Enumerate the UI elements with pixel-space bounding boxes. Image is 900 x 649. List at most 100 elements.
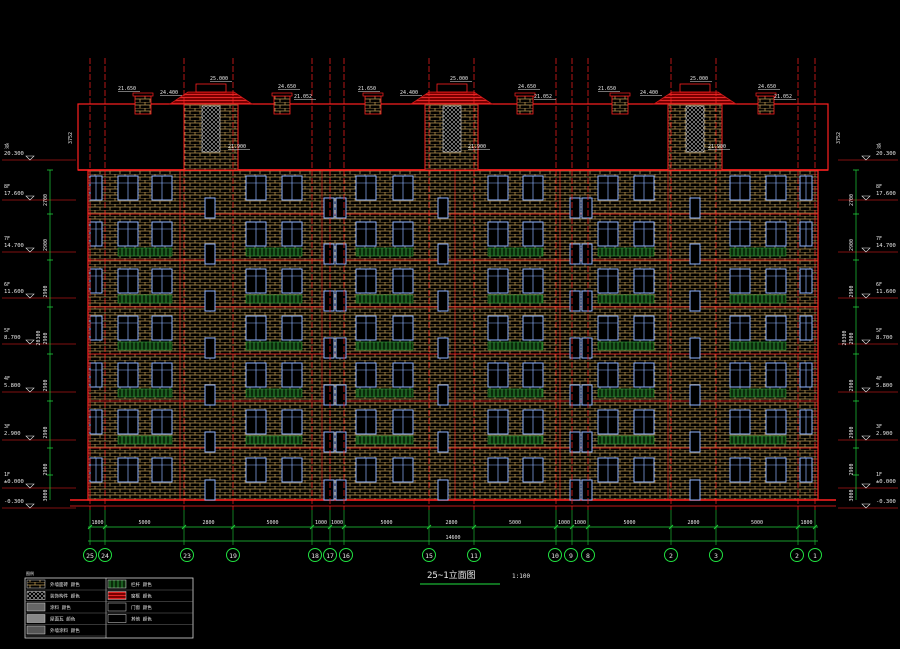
window <box>245 268 267 294</box>
axis-circle <box>564 548 578 562</box>
dim-tick <box>327 524 333 530</box>
level-triangle <box>861 293 871 299</box>
roof-mark-text: 21.052 <box>294 94 312 100</box>
window <box>245 409 267 435</box>
axis-bubble: 11 <box>467 548 481 562</box>
roof-mark-text: 21.900 <box>708 144 726 150</box>
window <box>392 362 414 388</box>
axis-bubble: 8 <box>581 548 595 562</box>
legend-item: 其他 颜色 <box>106 614 193 625</box>
window <box>633 457 655 483</box>
roof-mark: 21.650 <box>598 86 620 92</box>
stair-window <box>689 197 701 219</box>
axis-label: 11 <box>470 552 478 560</box>
balcony-railing <box>729 435 787 445</box>
stair-window <box>323 197 335 219</box>
roof-mark-text: 25.000 <box>450 76 468 82</box>
stair-window <box>204 290 216 312</box>
window <box>392 457 414 483</box>
window <box>355 221 377 247</box>
window <box>487 175 509 201</box>
axis-bubble: 10 <box>548 548 562 562</box>
roof-mark-text: 21.650 <box>118 86 136 92</box>
level-label: 5F <box>4 328 10 334</box>
axis-circle <box>790 548 804 562</box>
storey-dim-text: 2900 <box>849 239 855 251</box>
dim-tick <box>181 524 187 530</box>
chimney-body <box>611 95 629 115</box>
level-value: 8.700 <box>4 335 21 341</box>
stair-window <box>335 243 347 265</box>
dim-text: 1000 <box>315 520 327 526</box>
stair-tower <box>652 83 738 171</box>
stair-window <box>323 384 335 406</box>
window <box>597 315 619 341</box>
overall-height-dim: 20300 <box>842 330 848 345</box>
window <box>522 315 544 341</box>
roof-mark: 21.052 <box>294 94 316 100</box>
tower-cap <box>436 83 468 93</box>
dim-tick <box>87 524 93 530</box>
balcony-railing <box>487 435 544 445</box>
window <box>117 315 139 341</box>
legend-item: 外墙面砖 颜色 <box>25 579 106 591</box>
dim-text: 5000 <box>751 520 763 526</box>
stair-window <box>323 431 335 453</box>
window <box>729 315 751 341</box>
tile-fill-icon <box>107 591 127 600</box>
axis-label: 18 <box>311 552 319 560</box>
axis-bubble: 9 <box>564 548 578 562</box>
solid-fill-icon <box>26 625 46 635</box>
total-dim-text: 14600 <box>445 535 460 541</box>
stair-window <box>204 384 216 406</box>
roof-mark-text: 24.650 <box>518 84 536 90</box>
axis-circle <box>323 548 337 562</box>
axis-bubble: 1 <box>808 548 822 562</box>
stair-towers <box>132 83 777 171</box>
chimney-body <box>273 95 291 115</box>
level-mark: 5F8.700 <box>838 328 898 345</box>
level-label: 5F <box>876 328 882 334</box>
level-mark: 顶20.300 <box>838 144 898 161</box>
window <box>151 362 173 388</box>
tower-roof <box>652 91 738 105</box>
roof-mark-text: 24.650 <box>278 84 296 90</box>
window <box>487 362 509 388</box>
roof-mark: 21.900 <box>468 144 490 150</box>
balcony-railing <box>729 294 787 304</box>
facade-wall <box>88 170 818 500</box>
level-value: 20.300 <box>4 151 24 157</box>
stair-window <box>581 384 593 406</box>
level-triangle <box>861 195 871 201</box>
dim-tick <box>426 524 432 530</box>
chimney-cap <box>755 92 777 97</box>
legend-text: 窗框 颜色 <box>131 593 152 600</box>
axis-label: 2 <box>669 552 673 560</box>
balcony-railing <box>117 294 173 304</box>
roof-mark: 25.000 <box>690 76 712 82</box>
stair-window <box>437 290 449 312</box>
window <box>245 221 267 247</box>
roof-mark: 21.052 <box>534 94 556 100</box>
level-mark: 顶20.300 <box>2 144 76 161</box>
balcony-railing <box>117 341 173 351</box>
stair-window <box>204 337 216 359</box>
balcony-railing <box>729 247 787 257</box>
window <box>633 221 655 247</box>
stair-window <box>335 290 347 312</box>
stair-window <box>689 479 701 501</box>
balcony-railing <box>355 341 414 351</box>
stair-window <box>323 243 335 265</box>
dim-tick <box>795 524 801 530</box>
window <box>597 362 619 388</box>
window <box>765 221 787 247</box>
balcony-railing <box>487 388 544 398</box>
window <box>89 457 103 483</box>
chimney <box>609 92 631 115</box>
level-value: ±0.000 <box>876 479 896 485</box>
window <box>281 315 303 341</box>
roof-mark: 24.650 <box>758 84 780 90</box>
level-label: 4F <box>876 376 882 382</box>
